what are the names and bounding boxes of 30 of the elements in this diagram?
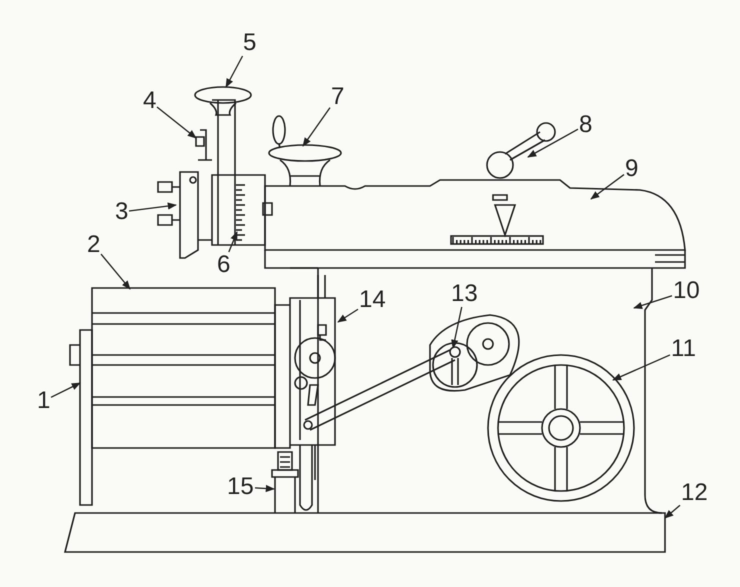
callout-number: 3 — [114, 199, 130, 225]
callout-number: 2 — [86, 232, 102, 258]
callout-number: 11 — [670, 336, 697, 362]
callout-number: 8 — [578, 112, 594, 138]
callout-number: 12 — [680, 480, 709, 506]
leader-line — [527, 128, 578, 158]
callout-number: 9 — [624, 156, 640, 182]
leader-line — [128, 202, 177, 212]
leader-line — [156, 106, 197, 139]
callout-number: 7 — [330, 84, 346, 110]
callout-number: 1 — [36, 388, 52, 414]
leader-line — [337, 308, 358, 323]
callout-number: 10 — [672, 278, 701, 304]
callout-number: 4 — [142, 88, 158, 114]
leader-line — [50, 382, 81, 398]
leader-line — [612, 354, 670, 381]
leader-line — [451, 306, 462, 349]
leader-line — [225, 56, 244, 88]
leader-line — [633, 295, 672, 309]
leader-line — [590, 174, 624, 200]
leader-line — [228, 231, 238, 252]
callout-number: 14 — [358, 287, 387, 313]
callout-number: 13 — [450, 281, 479, 307]
leader-line — [664, 504, 680, 519]
callout-number: 5 — [242, 30, 258, 56]
leader-line — [302, 107, 331, 147]
leader-line — [100, 254, 131, 290]
callout-number: 15 — [226, 474, 255, 500]
callout-number: 6 — [216, 252, 232, 278]
leader-line — [254, 484, 275, 492]
